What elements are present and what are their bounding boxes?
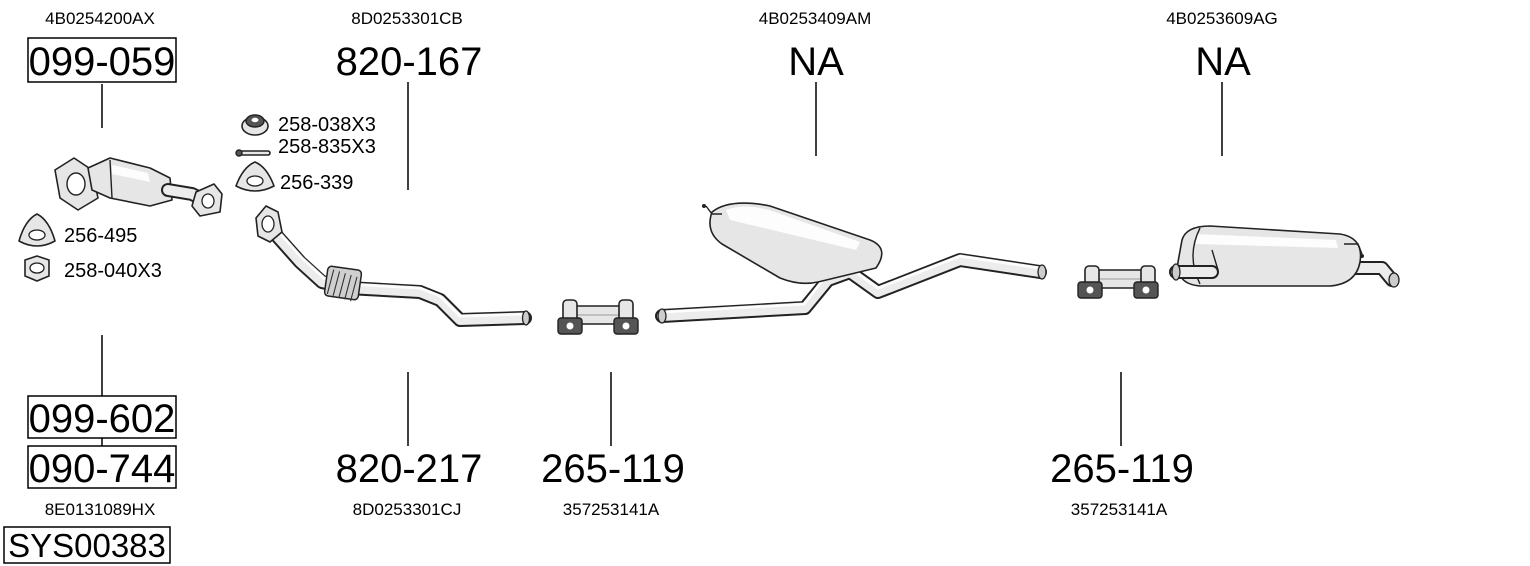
oem-center-silencer: 4B0253409AM (759, 9, 871, 28)
oem-clamp-1: 357253141A (563, 500, 660, 519)
flange-nut-icon[interactable] (241, 114, 269, 136)
part-number-cat[interactable]: 099-059 (29, 40, 176, 84)
part-number-front-pipe-alt[interactable]: 820-217 (336, 447, 483, 491)
part-box-cat (27, 37, 177, 83)
hardware-nut-left-label[interactable]: 258-040X3 (64, 260, 162, 282)
oem-cat: 4B0254200AX (45, 9, 155, 28)
part-number-cat-alt[interactable]: 099-602 (29, 397, 176, 441)
center-silencer-icon[interactable] (655, 202, 1047, 324)
rear-silencer-icon[interactable] (1169, 225, 1400, 288)
oem-rear-silencer: 4B0253609AG (1166, 9, 1278, 28)
hardware-gasket-left-label[interactable]: 256-495 (64, 225, 137, 247)
bolt-icon[interactable] (235, 149, 271, 157)
gasket-top-icon[interactable] (235, 161, 275, 192)
part-number-rear-silencer[interactable]: NA (1195, 40, 1251, 84)
system-code-box (3, 526, 171, 564)
flex-joint-icon (323, 265, 363, 302)
part-number-clamp-2[interactable]: 265-119 (1050, 447, 1194, 491)
oem-clamp-2: 357253141A (1071, 500, 1168, 519)
pipe-clamp-2-icon[interactable] (1077, 265, 1159, 299)
oem-front-pipe-alt: 8D0253301CJ (353, 500, 462, 519)
front-pipe-icon[interactable] (255, 205, 532, 327)
oem-front-pipe: 8D0253301CB (351, 9, 463, 28)
hardware-bolt-top-label[interactable]: 258-835X3 (278, 136, 376, 158)
oem-gasket-kit: 8E0131089HX (45, 500, 156, 519)
hex-nut-icon[interactable] (24, 255, 50, 282)
gasket-left-icon[interactable] (18, 213, 56, 247)
part-number-clamp-1[interactable]: 265-119 (541, 447, 685, 491)
part-number-center-silencer[interactable]: NA (788, 40, 844, 84)
catalytic-converter-icon[interactable] (54, 157, 223, 217)
hardware-nut-top-label[interactable]: 258-038X3 (278, 114, 376, 136)
part-number-cat-alt-2[interactable]: 090-744 (29, 447, 176, 491)
system-code: SYS00383 (8, 527, 166, 564)
pipe-clamp-1-icon[interactable] (557, 299, 639, 335)
part-number-front-pipe[interactable]: 820-167 (336, 40, 483, 84)
hardware-gasket-top-label[interactable]: 256-339 (280, 172, 353, 194)
